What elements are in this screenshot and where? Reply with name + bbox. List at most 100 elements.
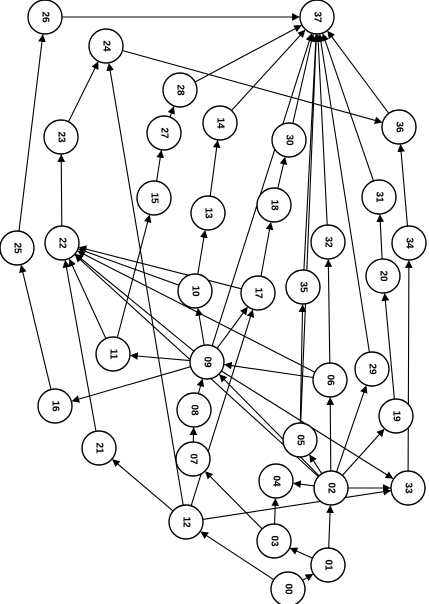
node-08: 08 — [176, 392, 212, 428]
node-label: 16 — [50, 400, 61, 412]
edge-27-to-28 — [167, 106, 175, 118]
node-02: 02 — [313, 470, 349, 506]
node-circle — [299, 0, 335, 35]
edge-09-to-37 — [211, 33, 314, 346]
node-circle — [240, 275, 276, 311]
node-13: 13 — [190, 195, 226, 231]
node-circle — [177, 273, 213, 309]
node-circle — [390, 470, 426, 506]
node-05: 05 — [282, 422, 318, 458]
node-circle — [354, 351, 390, 387]
node-circle — [365, 258, 401, 294]
node-circle — [44, 225, 80, 261]
node-label: 31 — [374, 191, 385, 203]
node-14: 14 — [202, 105, 238, 141]
node-24: 24 — [88, 28, 124, 64]
edge-24-to-36 — [122, 49, 383, 125]
edge-05-to-35 — [298, 304, 307, 424]
node-circle — [189, 344, 225, 380]
node-label: 01 — [323, 559, 334, 571]
node-label: 34 — [404, 237, 415, 249]
node-label: 35 — [298, 281, 309, 293]
node-circle — [176, 392, 212, 428]
edge-18-to-30 — [277, 156, 288, 189]
node-12: 12 — [168, 504, 204, 540]
edge-02-to-19 — [341, 428, 385, 476]
edge-02-to-04 — [293, 480, 315, 489]
node-17: 17 — [240, 275, 276, 311]
edge-02-to-29 — [335, 385, 368, 473]
node-label: 11 — [108, 349, 119, 360]
edge-05-to-37 — [300, 34, 320, 424]
edge-09-to-17 — [216, 306, 248, 349]
node-label: 00 — [283, 583, 294, 595]
edge-03-to-07 — [205, 471, 263, 530]
node-07: 07 — [175, 441, 211, 477]
edge-09-to-11 — [130, 352, 191, 362]
edge-21-to-22 — [62, 259, 97, 432]
node-label: 18 — [269, 199, 280, 211]
node-circle — [37, 388, 73, 424]
edge-01-to-03 — [289, 547, 313, 559]
node-31: 31 — [361, 179, 397, 215]
edge-22-to-23 — [57, 154, 66, 227]
node-label: 23 — [56, 131, 67, 143]
node-32: 32 — [310, 224, 346, 260]
node-circle — [256, 187, 292, 223]
edge-02-to-05 — [309, 454, 323, 474]
node-circle — [175, 441, 211, 477]
edge-36-to-37 — [327, 30, 390, 114]
node-11: 11 — [95, 336, 131, 372]
node-label: 30 — [284, 134, 295, 146]
edge-06-to-09 — [224, 361, 314, 379]
edges-layer — [18, 13, 413, 582]
edge-10-to-13 — [197, 230, 208, 275]
edge-12-to-21 — [112, 459, 174, 512]
node-18: 18 — [256, 187, 292, 223]
node-circle — [310, 224, 346, 260]
node-circle — [258, 463, 294, 499]
edge-09-to-10 — [195, 307, 205, 346]
node-circle — [27, 0, 63, 35]
node-label: 15 — [149, 192, 160, 204]
edge-12-to-33 — [202, 487, 391, 520]
edge-03-to-04 — [271, 498, 280, 525]
node-label: 06 — [325, 374, 336, 386]
edge-17-to-18 — [260, 221, 274, 277]
node-label: 37 — [312, 11, 323, 23]
node-circle — [270, 571, 306, 604]
edge-31-to-37 — [321, 33, 375, 182]
edge-28-to-37 — [194, 25, 302, 83]
node-circle — [361, 179, 397, 215]
node-label: 22 — [57, 237, 68, 249]
node-label: 29 — [367, 363, 378, 375]
node-circle — [313, 470, 349, 506]
node-00: 00 — [270, 571, 306, 604]
node-circle — [271, 122, 307, 158]
node-circle — [146, 115, 182, 151]
node-20: 20 — [365, 258, 401, 294]
edge-06-to-32 — [324, 259, 333, 364]
node-label: 04 — [271, 475, 282, 487]
edge-16-to-25 — [19, 264, 52, 390]
node-label: 03 — [269, 535, 280, 547]
node-circle — [162, 72, 198, 108]
node-label: 26 — [40, 11, 51, 23]
edge-19-to-20 — [381, 293, 395, 400]
node-22: 22 — [44, 225, 80, 261]
node-label: 28 — [175, 84, 186, 96]
edge-02-to-06 — [326, 397, 335, 472]
node-label: 08 — [189, 404, 200, 416]
node-circle — [88, 28, 124, 64]
edge-17-to-22 — [78, 245, 242, 290]
edge-32-to-37 — [314, 34, 328, 226]
node-circle — [312, 362, 348, 398]
edge-10-to-22 — [78, 247, 180, 286]
node-label: 05 — [295, 434, 306, 446]
node-label: 07 — [188, 453, 199, 465]
node-circle — [282, 422, 318, 458]
edge-34-to-36 — [397, 144, 409, 227]
node-circle — [0, 230, 35, 266]
node-circle — [381, 109, 417, 145]
